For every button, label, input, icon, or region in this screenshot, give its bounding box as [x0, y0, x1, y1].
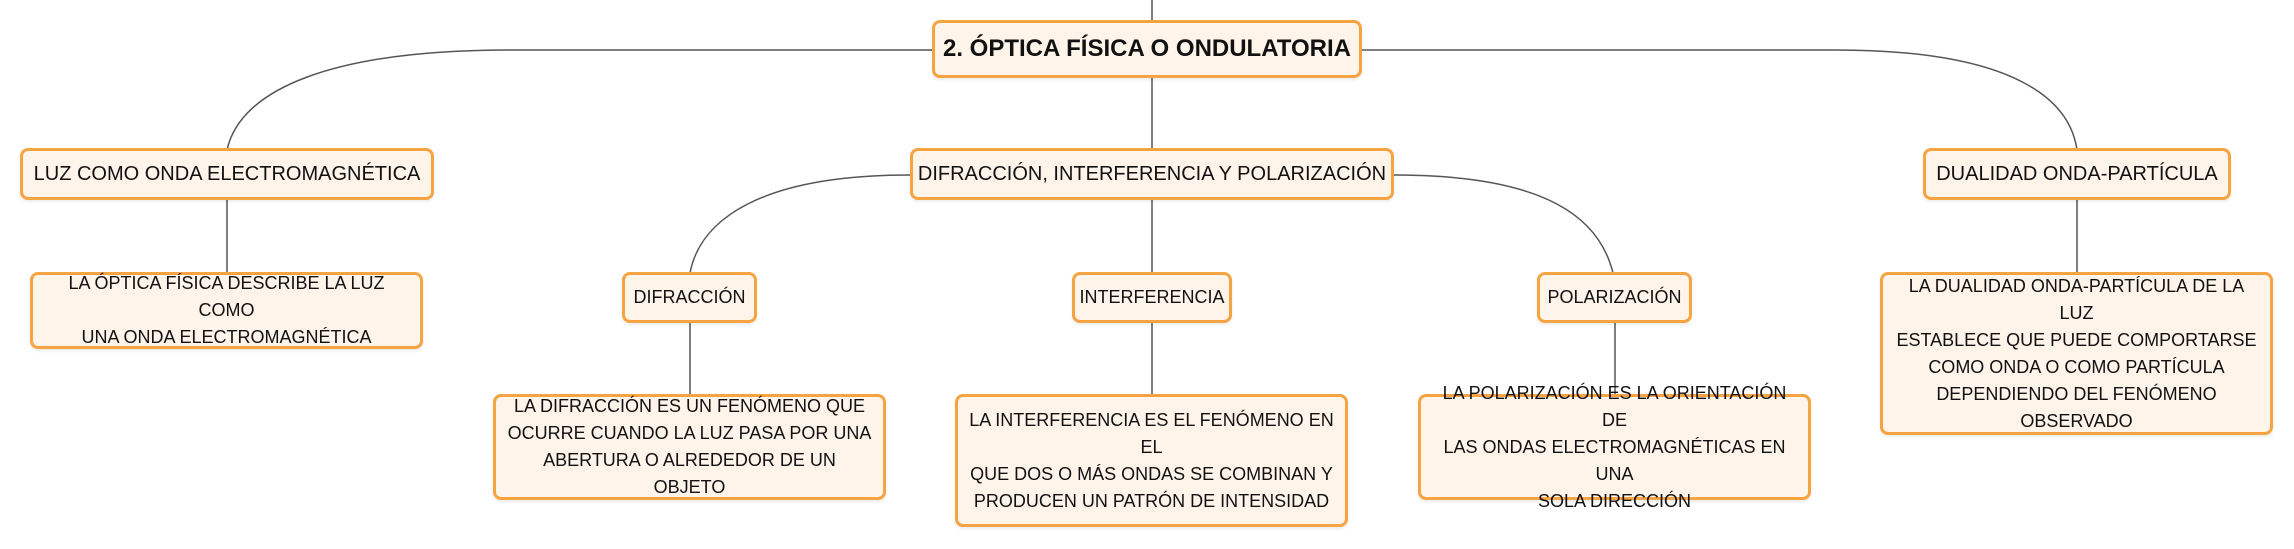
desc-line: LA POLARIZACIÓN ES LA ORIENTACIÓN DE [1442, 382, 1787, 430]
node-label: DIFRACCIÓN [633, 287, 746, 307]
node-interferencia-descripcion[interactable]: LA INTERFERENCIA ES EL FENÓMENO EN EL QU… [955, 394, 1348, 527]
desc-line: UNA ONDA ELECTROMAGNÉTICA [81, 327, 372, 347]
desc-line: ESTABLECE QUE PUEDE COMPORTARSE [1896, 329, 2257, 350]
connector-root-dualidad [1362, 49, 2078, 151]
desc-line: OCURRE CUANDO LA LUZ PASA POR UNA [507, 423, 872, 443]
desc-line: LA INTERFERENCIA ES EL FENÓMENO EN EL [969, 409, 1334, 457]
node-label: DUALIDAD ONDA-PARTÍCULA [1936, 162, 2218, 185]
connector-dip-polarizacion [1393, 174, 1614, 274]
connector-dip-difraccion [689, 174, 911, 274]
node-luz-como-onda[interactable]: LUZ COMO ONDA ELECTROMAGNÉTICA [20, 148, 434, 200]
node-interferencia[interactable]: INTERFERENCIA [1072, 272, 1232, 323]
desc-line: LA DUALIDAD ONDA-PARTÍCULA DE LA LUZ [1908, 275, 2245, 323]
desc-line: DEPENDIENDO DEL FENÓMENO OBSERVADO [1936, 383, 2217, 431]
node-difraccion[interactable]: DIFRACCIÓN [622, 272, 757, 323]
connector-root-luz [226, 49, 932, 151]
node-label: LUZ COMO ONDA ELECTROMAGNÉTICA [33, 162, 421, 185]
node-dualidad-descripcion[interactable]: LA DUALIDAD ONDA-PARTÍCULA DE LA LUZ EST… [1880, 272, 2273, 435]
node-difraccion-interferencia-polarizacion[interactable]: DIFRACCIÓN, INTERFERENCIA Y POLARIZACIÓN [910, 148, 1394, 200]
node-label: INTERFERENCIA [1079, 287, 1225, 307]
desc-line: PRODUCEN UN PATRÓN DE INTENSIDAD [973, 490, 1330, 511]
root-node[interactable]: 2. ÓPTICA FÍSICA O ONDULATORIA [932, 20, 1362, 78]
node-luz-descripcion[interactable]: LA ÓPTICA FÍSICA DESCRIBE LA LUZ COMO UN… [30, 272, 423, 349]
desc-line: LA ÓPTICA FÍSICA DESCRIBE LA LUZ COMO [68, 273, 385, 320]
desc-line: COMO ONDA O COMO PARTÍCULA [1928, 356, 2225, 377]
node-polarizacion-descripcion[interactable]: LA POLARIZACIÓN ES LA ORIENTACIÓN DE LAS… [1418, 383, 1811, 511]
desc-line: LAS ONDAS ELECTROMAGNÉTICAS EN UNA [1443, 436, 1786, 484]
desc-line: ABERTURA O ALREDEDOR DE UN OBJETO [543, 450, 836, 497]
desc-line: QUE DOS O MÁS ONDAS SE COMBINAN Y [970, 463, 1333, 484]
node-dualidad-onda-particula[interactable]: DUALIDAD ONDA-PARTÍCULA [1923, 148, 2231, 200]
node-polarizacion[interactable]: POLARIZACIÓN [1537, 272, 1692, 323]
desc-line: LA DIFRACCIÓN ES UN FENÓMENO QUE [513, 396, 866, 416]
node-label: POLARIZACIÓN [1547, 287, 1682, 307]
node-label: DIFRACCIÓN, INTERFERENCIA Y POLARIZACIÓN [917, 162, 1387, 185]
desc-line: SOLA DIRECCIÓN [1537, 490, 1692, 511]
node-difraccion-descripcion[interactable]: LA DIFRACCIÓN ES UN FENÓMENO QUE OCURRE … [493, 394, 886, 500]
root-label: 2. ÓPTICA FÍSICA O ONDULATORIA [942, 35, 1351, 62]
